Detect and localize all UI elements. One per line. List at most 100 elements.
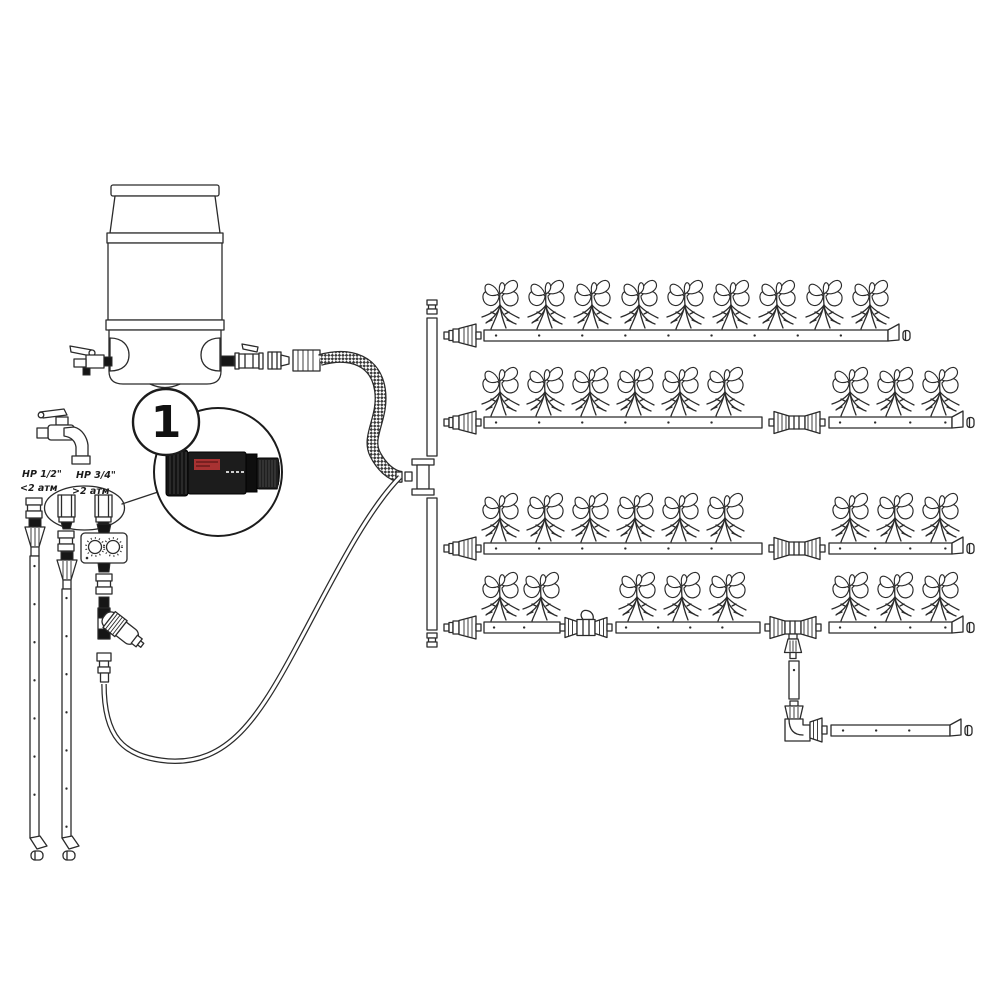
connector-options-ellipse: [43, 485, 126, 531]
plant: [526, 366, 565, 417]
label-thread-large: НР 3/4": [76, 470, 116, 481]
plant: [620, 279, 659, 330]
plant: [805, 279, 844, 330]
pressure-reducer-photo: [165, 449, 280, 497]
barrel-outlet-assembly: [220, 343, 321, 372]
plant: [666, 279, 705, 330]
plant: [573, 279, 612, 330]
drip-tape: [828, 542, 953, 555]
drip-line-column-b: [56, 530, 80, 861]
plant: [481, 492, 520, 543]
tape-end-plug: [966, 621, 975, 634]
tape-end-plug: [964, 724, 973, 737]
drip-line-column-a: [24, 497, 48, 861]
tape-end-plug: [966, 416, 975, 429]
drip-row-1: [443, 279, 911, 348]
timer-dial: [87, 539, 103, 555]
drip-tape: [828, 416, 953, 429]
callout-number: 1: [151, 397, 182, 448]
tape-end-plug: [30, 850, 44, 861]
plant: [706, 366, 745, 417]
drip-row-3: [443, 492, 975, 561]
tape-end-fold: [951, 410, 964, 429]
water-barrel: [105, 184, 225, 389]
drip-tape: [483, 329, 889, 342]
detail-callout: 1: [121, 387, 283, 537]
elbow-fitting: [784, 717, 828, 743]
drip-row-2: [443, 366, 975, 435]
label-pressure-low: <2 атм: [20, 483, 58, 494]
distribution-pipe: [404, 299, 438, 648]
irrigation-timer: [80, 532, 128, 564]
tape-end-fold: [951, 536, 964, 555]
plant: [618, 571, 657, 622]
barrel-tap: [69, 345, 113, 376]
tee-fitting: [404, 458, 435, 496]
plant: [616, 492, 655, 543]
plant: [831, 492, 870, 543]
plant: [522, 571, 561, 622]
tape-end-plug: [966, 542, 975, 555]
label-pressure-high: >2 атм: [72, 486, 110, 497]
braided-supply-hose: [318, 350, 404, 483]
tape-end-plug: [902, 329, 911, 342]
tape-coupling: [768, 410, 826, 435]
label-thread-small: НР 1/2": [22, 469, 62, 480]
timer-filter-chain: [80, 523, 145, 683]
plant: [921, 571, 960, 622]
tee-coupling: [765, 617, 821, 659]
tape-start-connector: [443, 323, 482, 348]
hose-coupling: [292, 349, 321, 372]
plant: [571, 492, 610, 543]
plant: [758, 279, 797, 330]
plant: [921, 492, 960, 543]
plant: [661, 492, 700, 543]
plant: [876, 492, 915, 543]
tape-end-fold: [951, 615, 964, 634]
plant: [481, 279, 520, 330]
tape-start-connector: [443, 410, 482, 435]
ball-valve: [234, 343, 264, 370]
inline-filter: [101, 610, 145, 648]
plant: [876, 366, 915, 417]
inline-valve-coupling: [559, 609, 613, 639]
main-supply-hose: [101, 475, 402, 764]
plant: [481, 571, 520, 622]
plant: [831, 366, 870, 417]
plant: [831, 571, 870, 622]
tape-end-fold: [887, 323, 900, 342]
plant: [876, 571, 915, 622]
drip-tape: [828, 621, 953, 634]
tape-coupling: [768, 536, 826, 561]
plant: [571, 366, 610, 417]
bottom-branch-line: [784, 660, 973, 743]
tape-end-fold: [61, 835, 80, 850]
plant: [527, 279, 566, 330]
tape-end-plug: [62, 850, 76, 861]
plant: [481, 366, 520, 417]
drip-tape: [615, 621, 761, 634]
drip-tape: [483, 416, 763, 429]
plant: [663, 571, 702, 622]
timer-dial: [105, 539, 121, 555]
plant: [921, 366, 960, 417]
quick-connector: [267, 351, 290, 370]
tape-start-connector: [443, 615, 482, 640]
plant: [526, 492, 565, 543]
plant: [712, 279, 751, 330]
tape-end-fold: [29, 835, 48, 850]
tape-start-connector: [443, 536, 482, 561]
drip-tape: [483, 621, 561, 634]
drip-tape: [830, 724, 951, 737]
plant: [851, 279, 890, 330]
tape-end-fold: [949, 718, 962, 737]
plant: [616, 366, 655, 417]
garden-faucet: [36, 408, 91, 465]
drip-tape: [483, 542, 763, 555]
plant: [661, 366, 700, 417]
tap-connector-half-inch: [57, 494, 76, 530]
plant: [706, 492, 745, 543]
plant: [708, 571, 747, 622]
